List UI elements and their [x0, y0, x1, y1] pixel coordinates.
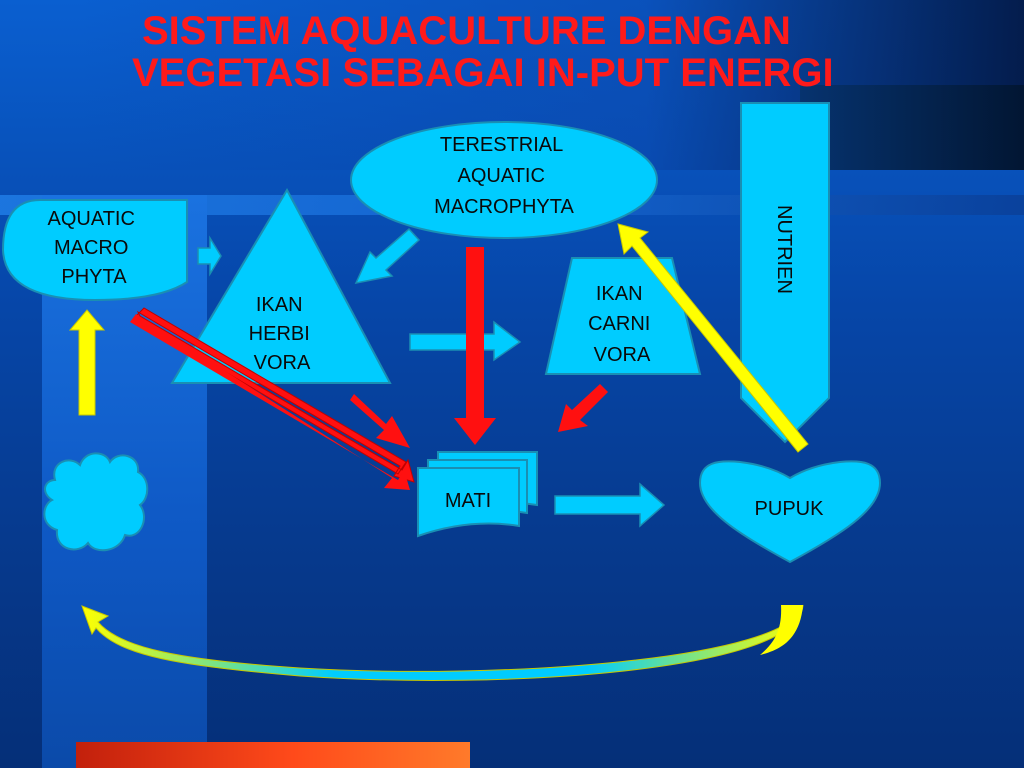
terestrial-label-2: AQUATIC: [458, 165, 545, 187]
terestrial-label-3: MACROPHYTA: [434, 196, 574, 218]
arrow-cloud-to-aquatic: [68, 309, 106, 416]
title-line-2: VEGETASI SEBAGAI IN-PUT ENERGI: [132, 51, 834, 95]
aquatic-macrophyta-label-2: MACRO: [54, 237, 128, 259]
arrow-aquatic-to-mati: [130, 307, 415, 490]
arrow-herbivora-to-carnivora: [409, 320, 522, 362]
svg-text:TERESTRIAL AQUATIC: TERESTRIAL AQUATIC MACROPHYTA: [434, 134, 574, 218]
cloud-shape: [43, 452, 149, 552]
svg-text:IKAN HERBI VORA: IKAN HERBI VORA: [249, 294, 316, 374]
mati-node: MATI: [417, 451, 538, 538]
ikan-carnivora-label-1: IKAN: [596, 283, 643, 305]
arrow-aquatic-to-herbivora: [197, 235, 222, 277]
arrow-mati-to-pupuk: [554, 482, 666, 528]
arrow-terestrial-to-mati: [454, 247, 496, 445]
arrow-terestrial-to-herbivora: [354, 227, 421, 285]
ikan-herbivora-label-1: IKAN: [256, 294, 303, 316]
page-title: SISTEM AQUACULTURE DENGAN VEGETASI SEBAG…: [0, 10, 1024, 94]
arrow-pupuk-to-terestrial: [617, 223, 809, 453]
terestrial-node: TERESTRIAL AQUATIC MACROPHYTA: [350, 121, 658, 239]
pupuk-label: PUPUK: [755, 498, 825, 520]
background-dark-corner: [800, 85, 1024, 170]
ikan-carnivora-label-2: CARNI: [588, 313, 650, 335]
title-line-1: SISTEM AQUACULTURE DENGAN: [142, 9, 791, 53]
arrow-pupuk-to-cloud-curve: [81, 604, 804, 681]
aquatic-macrophyta-node: AQUATIC MACRO PHYTA: [1, 199, 188, 302]
nutrien-label: NUTRIEN: [773, 205, 795, 294]
background-bottom-bar: [76, 742, 470, 768]
arrow-carnivora-to-mati: [558, 384, 608, 432]
ikan-carnivora-node: IKAN CARNI VORA: [544, 257, 702, 375]
aquatic-macrophyta-label-1: AQUATIC: [48, 208, 135, 230]
arrow-herbivora-to-mati: [350, 394, 410, 448]
aquatic-macrophyta-label-3: PHYTA: [61, 266, 127, 288]
ikan-herbivora-label-3: VORA: [254, 352, 311, 374]
ikan-carnivora-label-3: VORA: [594, 344, 651, 366]
svg-text:IKAN CARNI VORA: IKAN CARNI VORA: [588, 283, 656, 366]
pupuk-node: PUPUK: [698, 460, 882, 564]
mati-label: MATI: [445, 490, 491, 512]
terestrial-label-1: TERESTRIAL: [440, 134, 563, 156]
ikan-herbivora-node: IKAN HERBI VORA: [170, 187, 392, 384]
ikan-herbivora-label-2: HERBI: [249, 323, 310, 345]
nutrien-node: NUTRIEN: [740, 102, 830, 444]
svg-text:AQUATIC MACRO PHYT: AQUATIC MACRO PHYTA: [48, 208, 141, 288]
